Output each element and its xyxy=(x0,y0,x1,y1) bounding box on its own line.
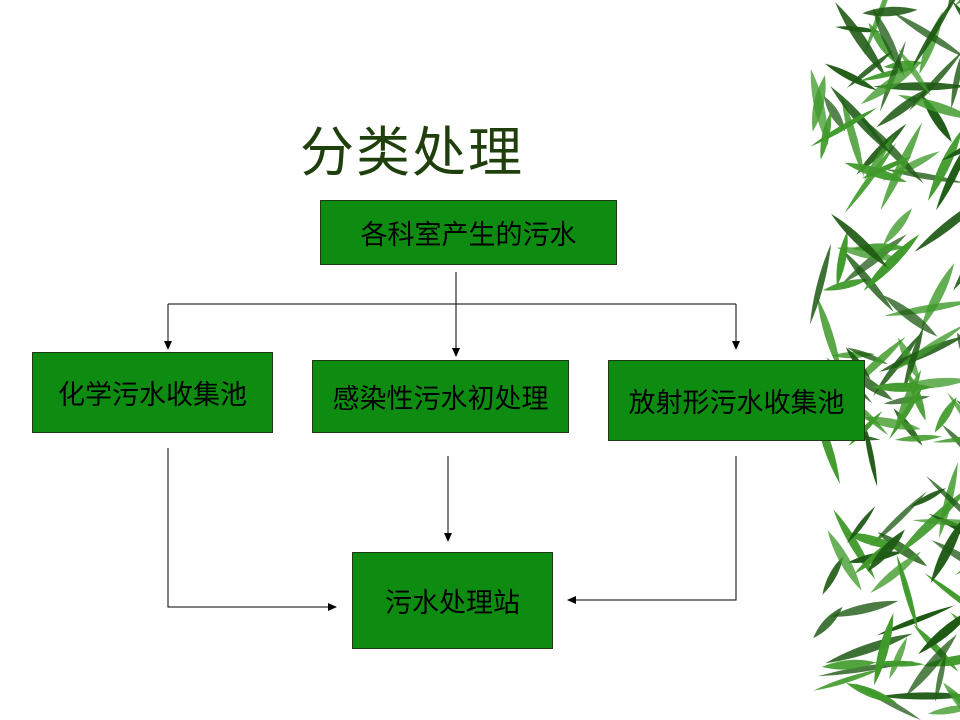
bamboo-leaf xyxy=(813,606,843,639)
connector-chemical-to-station xyxy=(167,448,337,611)
bamboo-leaf xyxy=(844,162,908,183)
bamboo-leaf xyxy=(836,231,848,287)
bamboo-leaf xyxy=(913,624,959,672)
bamboo-leaf xyxy=(878,692,960,700)
bamboo-leaf xyxy=(923,654,960,667)
bamboo-leaf xyxy=(841,96,865,177)
bamboo-leaf xyxy=(846,683,897,703)
bamboo-leaf xyxy=(934,652,946,702)
bamboo-leaf xyxy=(846,50,894,88)
bamboo-leaf xyxy=(821,659,877,670)
bamboo-leaf xyxy=(820,111,832,160)
bamboo-leaf xyxy=(822,555,844,595)
bamboo-leaf xyxy=(898,49,931,96)
bamboo-leaf xyxy=(856,123,907,175)
bamboo-leaf xyxy=(947,0,960,14)
bamboo-leaf xyxy=(914,194,960,252)
bamboo-leaf xyxy=(825,633,913,664)
bamboo-leaf xyxy=(911,0,956,69)
bamboo-leaf xyxy=(824,96,846,132)
bamboo-leaf xyxy=(823,279,869,291)
bamboo-leaf xyxy=(872,8,905,77)
bamboo-leaf xyxy=(896,554,918,630)
bamboo-leaf xyxy=(870,382,933,392)
bamboo-leaves-icon xyxy=(810,0,960,720)
bamboo-leaf xyxy=(936,136,960,211)
bamboo-leaf xyxy=(831,213,888,268)
bamboo-leaf xyxy=(926,475,960,534)
bamboo-leaf xyxy=(902,325,924,392)
bamboo-leaf xyxy=(863,234,920,291)
bamboo-leaf xyxy=(941,424,960,471)
bamboo-leaf xyxy=(909,488,947,508)
bamboo-leaf xyxy=(830,600,899,617)
bamboo-leaf xyxy=(934,397,957,433)
bamboo-leaf xyxy=(924,573,960,623)
branch-box-radioactive: 放射形污水收集池 xyxy=(608,360,865,441)
branch-box-chemical: 化学污水收集池 xyxy=(32,352,273,433)
bamboo-leaf xyxy=(874,660,925,667)
bamboo-leaf xyxy=(883,295,938,337)
bamboo-leaf xyxy=(835,2,887,77)
bamboo-leaf xyxy=(847,506,876,544)
bamboo-leaf xyxy=(824,63,877,91)
bamboo-leaf xyxy=(841,248,894,312)
bamboo-leaf xyxy=(868,23,895,63)
target-box: 污水处理站 xyxy=(352,552,553,649)
bamboo-leaf xyxy=(883,208,912,245)
bamboo-leaf xyxy=(844,142,897,214)
bamboo-leaf xyxy=(894,434,942,442)
bamboo-leaf xyxy=(932,434,960,443)
bamboo-leaf xyxy=(810,243,832,325)
bamboo-leaf xyxy=(810,69,828,146)
bamboo-leaf xyxy=(827,530,862,591)
source-box: 各科室产生的污水 xyxy=(320,200,617,265)
bamboo-leaf xyxy=(927,128,960,201)
bamboo-leaf xyxy=(870,551,922,593)
bamboo-leaf xyxy=(928,705,960,715)
bamboo-leaf xyxy=(870,491,928,547)
branch-box-infectious: 感染性污水初处理 xyxy=(312,360,569,433)
bamboo-leaf xyxy=(861,63,920,105)
bamboo-leaf xyxy=(876,86,932,128)
bamboo-leaf xyxy=(874,613,894,686)
bamboo-leaf xyxy=(879,40,906,112)
bamboo-leaf xyxy=(905,634,957,697)
bamboo-leaf xyxy=(880,122,922,211)
bamboo-leaf xyxy=(921,263,955,329)
bamboo-leaf xyxy=(947,689,960,719)
bamboo-leaf xyxy=(941,133,960,161)
bamboo-leaf xyxy=(861,416,921,430)
slide-title: 分类处理 xyxy=(300,121,524,184)
connector-radioactive-to-station xyxy=(567,456,737,604)
bamboo-leaf xyxy=(867,529,905,572)
bamboo-leaf xyxy=(930,517,960,583)
bamboo-leaf xyxy=(889,637,907,679)
bamboo-leaf xyxy=(813,669,881,691)
